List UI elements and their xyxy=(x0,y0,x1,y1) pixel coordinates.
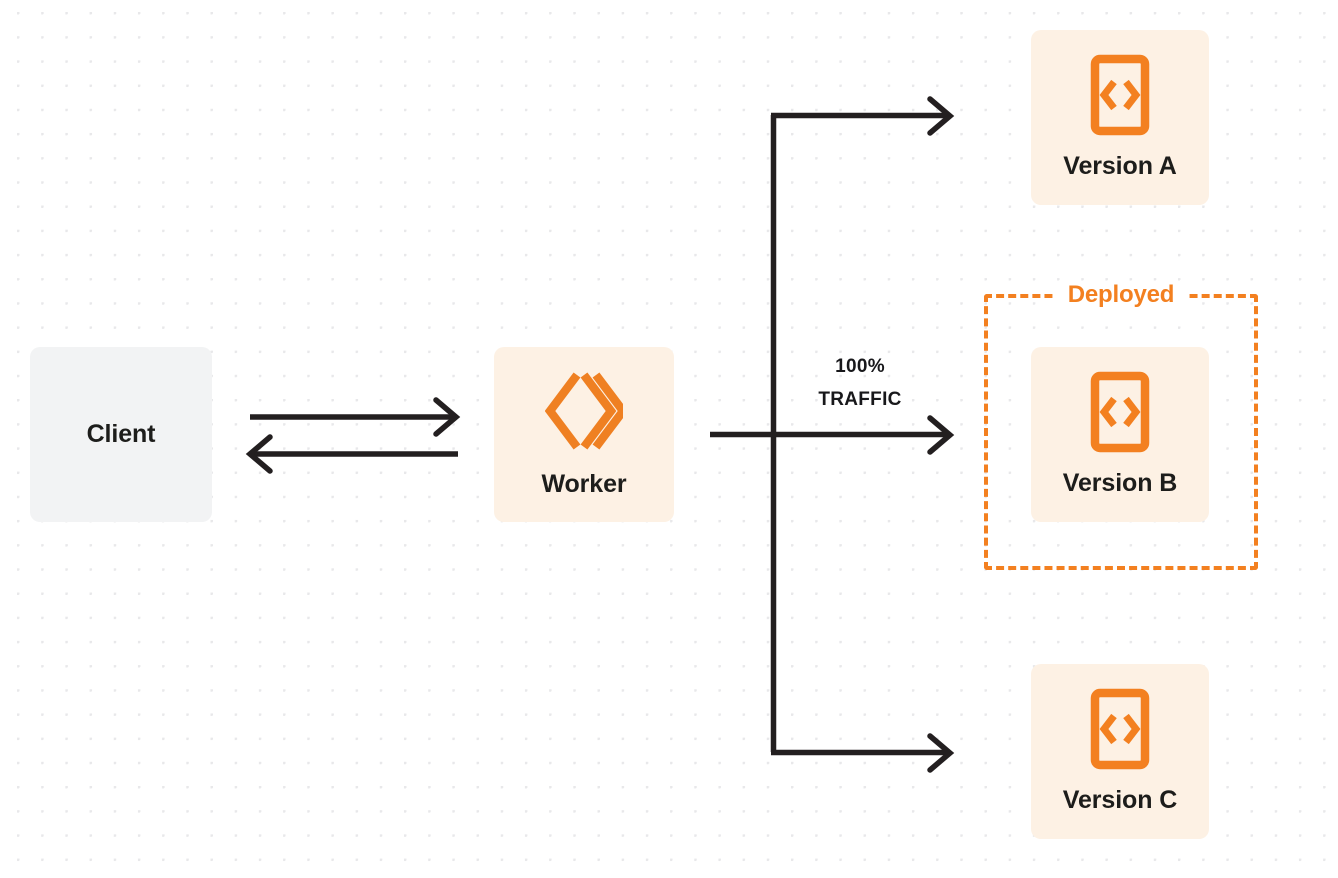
edge-trunk-to-version-c xyxy=(771,733,955,773)
cloudflare-workers-logo-icon xyxy=(545,370,623,452)
node-version-a[interactable]: Version A xyxy=(1031,30,1209,205)
node-version-b[interactable]: Version B xyxy=(1031,347,1209,522)
node-version-c[interactable]: Version C xyxy=(1031,664,1209,839)
traffic-percent: 100% xyxy=(835,356,885,377)
version-c-label: Version C xyxy=(1062,786,1178,814)
traffic-label: 100% TRAFFIC xyxy=(785,350,935,416)
edge-worker-to-client xyxy=(245,434,458,474)
client-label: Client xyxy=(86,420,156,448)
edge-trunk-to-version-a xyxy=(771,96,955,136)
deployed-group-label: Deployed xyxy=(1055,281,1187,309)
edge-worker-to-version-b xyxy=(710,415,955,455)
node-worker[interactable]: Worker xyxy=(494,347,674,522)
deployed-group: Deployed xyxy=(984,281,1258,570)
code-file-icon xyxy=(1090,688,1150,770)
node-client[interactable]: Client xyxy=(30,347,212,522)
version-b-label: Version B xyxy=(1062,469,1178,497)
version-a-label: Version A xyxy=(1063,152,1177,180)
code-file-icon xyxy=(1090,371,1150,453)
code-file-icon xyxy=(1090,54,1150,136)
edge-client-to-worker xyxy=(250,397,461,437)
worker-label: Worker xyxy=(541,470,627,498)
traffic-unit: TRAFFIC xyxy=(818,389,902,410)
